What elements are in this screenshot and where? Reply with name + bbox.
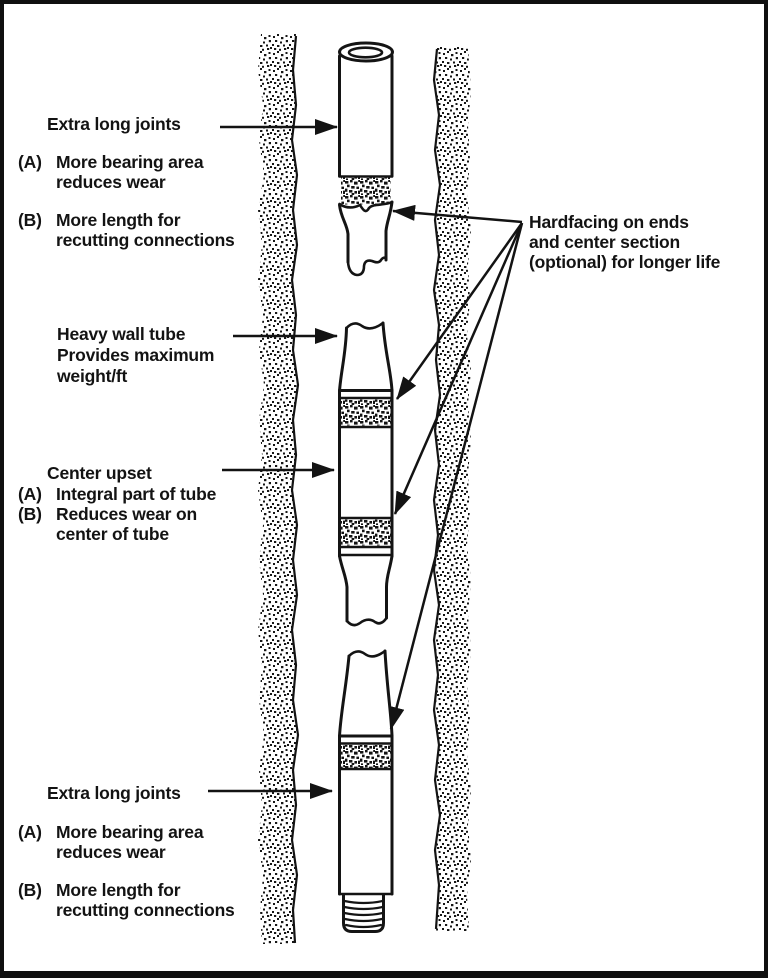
label-extra-long-joints-bottom: Extra long joints — [47, 783, 181, 803]
label-top-joint-item-b: (B) More length for recutting connection… — [18, 210, 235, 250]
label-hardfacing: Hardfacing on ends and center section (o… — [529, 212, 720, 272]
label-line: Heavy wall tube — [57, 324, 186, 344]
label-bottom-joint-item-a: (A) More bearing area reduces wear — [18, 822, 204, 862]
label-center-upset: Center upset — [47, 463, 152, 483]
arrow-hardfacing-bottom — [388, 222, 524, 730]
label-center-upset-item-a: (A) Integral part of tube — [18, 484, 216, 504]
item-prefix: (B) — [18, 210, 42, 230]
label-bottom-joint-item-b: (B) More length for recutting connection… — [18, 880, 235, 920]
pipe-break-line — [347, 649, 387, 658]
pipe-break-line — [345, 321, 385, 330]
item-line: Integral part of tube — [56, 484, 217, 504]
label-extra-long-joints-top: Extra long joints — [47, 114, 181, 134]
borehole-wall-right-edge — [432, 48, 442, 930]
pipe-bottom-joint — [338, 649, 394, 933]
hardfacing-band-upset-upper — [341, 399, 391, 426]
label-line: and center section — [529, 232, 681, 252]
label-heavy-wall-tube: Heavy wall tube Provides maximum weight/… — [57, 324, 214, 387]
item-line: More bearing area — [56, 822, 204, 842]
borehole-wall-left-edge — [290, 35, 300, 944]
item-prefix: (B) — [18, 504, 42, 524]
label-line: weight/ft — [57, 366, 128, 386]
item-line: More length for — [56, 880, 181, 900]
thread-lines — [343, 899, 384, 929]
threaded-pin — [342, 893, 385, 933]
item-line: Reduces wear on — [56, 504, 197, 524]
item-line: More bearing area — [56, 152, 204, 172]
label-center-upset-item-b: (B) Reduces wear on center of tube — [18, 504, 197, 544]
item-line: center of tube — [56, 524, 169, 544]
label-line: (optional) for longer life — [529, 252, 721, 272]
hardfacing-band-top-joint — [341, 177, 391, 205]
arrow-hardfacing-upset-lower — [393, 222, 524, 515]
item-line: reduces wear — [56, 842, 166, 862]
pipe-top-joint — [338, 41, 394, 277]
borehole-wall-left — [258, 34, 300, 944]
label-top-joint-item-a: (A) More bearing area reduces wear — [18, 152, 204, 192]
pipe-break-line — [345, 616, 388, 627]
item-line: reduces wear — [56, 172, 166, 192]
pipe-break-line — [346, 256, 388, 277]
hardfacing-band-bottom-joint — [341, 745, 391, 768]
label-line: Hardfacing on ends — [529, 212, 689, 232]
item-line: More length for — [56, 210, 181, 230]
item-prefix: (A) — [18, 152, 42, 172]
item-prefix: (A) — [18, 822, 42, 842]
item-prefix: (B) — [18, 880, 42, 900]
label-line: Provides maximum — [57, 345, 215, 365]
pipe-top-bore — [347, 46, 384, 59]
hardfacing-band-upset-lower — [341, 519, 391, 546]
item-line: recutting connections — [56, 230, 235, 250]
item-prefix: (A) — [18, 484, 42, 504]
arrow-hardfacing-top — [392, 204, 523, 224]
arrow-hardfacing-upset-upper — [395, 222, 524, 400]
pipe-center-upset — [338, 321, 394, 627]
item-line: recutting connections — [56, 900, 235, 920]
